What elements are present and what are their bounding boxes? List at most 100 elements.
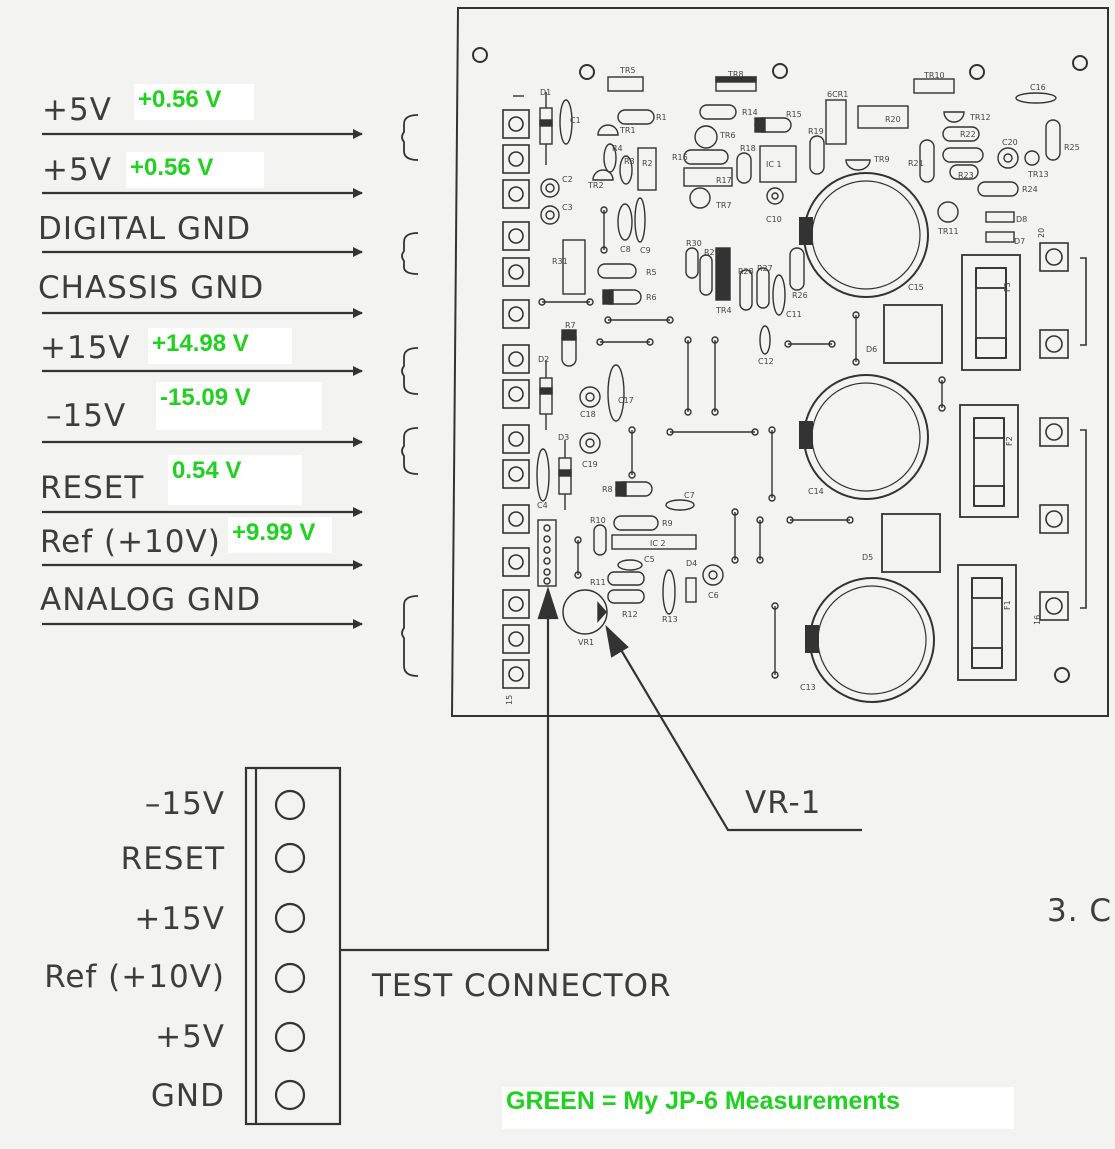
silk-r19: R19 bbox=[808, 127, 824, 136]
leader-lines bbox=[340, 586, 862, 952]
silk-pin16: 16 bbox=[1033, 615, 1042, 625]
silk-r11: R11 bbox=[590, 578, 606, 587]
silk-c12: C12 bbox=[758, 357, 774, 366]
legend-note: GREEN = My JP-6 Measurements bbox=[502, 1087, 1014, 1129]
silk-c18: C18 bbox=[580, 410, 596, 419]
test-connector-title: TEST CONNECTOR bbox=[372, 968, 672, 1004]
pcb-traces bbox=[513, 95, 946, 679]
silk-r21: R21 bbox=[908, 159, 924, 168]
silk-f1: F1 bbox=[1003, 600, 1012, 610]
test-pin-label-gnd: GND bbox=[150, 1078, 225, 1114]
silk-c8: C8 bbox=[620, 245, 631, 254]
silk-r25: R25 bbox=[1064, 143, 1080, 152]
silk-c13: C13 bbox=[800, 683, 816, 692]
silk-r13: R13 bbox=[662, 615, 678, 624]
silk-c14: C14 bbox=[808, 487, 824, 496]
silk-r23: R23 bbox=[958, 171, 974, 180]
silk-c15: C15 bbox=[908, 283, 924, 292]
silk-tr12: TR11 bbox=[937, 227, 959, 236]
silk-r9: R9 bbox=[662, 519, 673, 528]
silk-c3: C3 bbox=[562, 203, 573, 212]
silk-d6: D6 bbox=[866, 345, 877, 354]
silk-d3: D3 bbox=[558, 433, 569, 442]
test-pin-label-15v-pos: +15V bbox=[134, 901, 225, 937]
vr1-label: VR-1 bbox=[745, 785, 822, 821]
pcb-ac-pads bbox=[1039, 242, 1087, 621]
silk-c2: C2 bbox=[562, 175, 573, 184]
silk-r5: R5 bbox=[646, 268, 657, 277]
silk-c5: C5 bbox=[644, 555, 655, 564]
silk-d1: D1 bbox=[540, 88, 551, 97]
silk-r27: R27 bbox=[757, 264, 773, 273]
silk-r24: R24 bbox=[1022, 185, 1038, 194]
silk-r6: R6 bbox=[646, 293, 657, 302]
silk-pin15: 15 bbox=[505, 695, 514, 705]
silk-d4: D4 bbox=[686, 559, 697, 568]
silk-r16: R16 bbox=[672, 153, 688, 162]
rail-label-ref: Ref (+10V) bbox=[40, 524, 221, 560]
rail-label-chassis-gnd: CHASSIS GND bbox=[38, 270, 265, 306]
silk-r17: R17 bbox=[716, 176, 732, 185]
test-pin-label-reset: RESET bbox=[120, 841, 225, 877]
silk-tr13: TR13 bbox=[1027, 170, 1049, 179]
measurement-5v-a: +0.56 V bbox=[134, 84, 254, 120]
pcb-pad-column bbox=[502, 109, 530, 689]
silk-tr10: TR10 bbox=[923, 71, 945, 80]
silk-c17: C17 bbox=[618, 396, 634, 405]
silk-d5: D5 bbox=[862, 553, 873, 562]
silk-r15: R15 bbox=[786, 110, 802, 119]
measurement-5v-b: +0.56 V bbox=[126, 152, 264, 188]
silk-c16: C16 bbox=[1030, 83, 1046, 92]
silk-vr1: VR1 bbox=[578, 638, 594, 647]
silk-d2: D2 bbox=[538, 355, 549, 364]
measurement-reset: 0.54 V bbox=[168, 455, 302, 505]
silk-tr2: TR2 bbox=[587, 181, 604, 190]
silk-ic1: IC 1 bbox=[766, 160, 782, 169]
silk-r7: R7 bbox=[565, 321, 576, 330]
silk-tr8: TR8 bbox=[727, 70, 744, 79]
test-connector-body bbox=[244, 766, 342, 1126]
silk-c4: C4 bbox=[537, 501, 548, 510]
test-pin-label-15v-neg: –15V bbox=[144, 786, 225, 822]
silk-r4: R4 bbox=[612, 144, 623, 153]
silk-tr7: TR7 bbox=[715, 201, 732, 210]
silk-c20: C20 bbox=[1002, 138, 1018, 147]
rail-label-analog-gnd: ANALOG GND bbox=[40, 582, 262, 618]
silk-tr1: TR1 bbox=[619, 126, 636, 135]
rail-brackets bbox=[401, 114, 419, 677]
silk-r12: R12 bbox=[622, 610, 638, 619]
silk-r29: R29 bbox=[704, 248, 720, 257]
silk-r30: R30 bbox=[686, 239, 702, 248]
test-pin-label-5v: +5V bbox=[155, 1019, 225, 1055]
pcb-small-components bbox=[536, 76, 1061, 635]
rail-label-reset: RESET bbox=[40, 470, 145, 506]
silk-tr11: TR12 bbox=[969, 113, 991, 122]
pcb-large-capacitors bbox=[799, 172, 935, 703]
silk-6cr1: 6CR1 bbox=[827, 90, 848, 99]
measurement-15v-pos: +14.98 V bbox=[148, 328, 292, 364]
silk-f2: F2 bbox=[1005, 436, 1014, 446]
silk-c9: C9 bbox=[640, 246, 651, 255]
silk-tr6: TR6 bbox=[719, 131, 736, 140]
silk-r10: R10 bbox=[590, 516, 606, 525]
silk-r20: R20 bbox=[885, 115, 901, 124]
silk-r14: R14 bbox=[742, 108, 758, 117]
rail-label-5v-a: +5V bbox=[42, 92, 112, 128]
pcb-fuses bbox=[957, 254, 1021, 681]
silk-tr4: TR4 bbox=[715, 306, 732, 315]
silk-r18: R18 bbox=[740, 144, 756, 153]
silk-pin20: 20 bbox=[1037, 228, 1046, 238]
silk-f3: F3 bbox=[1003, 282, 1012, 292]
silk-r3: R3 bbox=[624, 157, 635, 166]
pcb-board bbox=[450, 7, 1109, 717]
silk-r22: R22 bbox=[960, 130, 976, 139]
silk-c6: C6 bbox=[708, 591, 719, 600]
silk-c1: C1 bbox=[570, 116, 581, 125]
silk-r2: R2 bbox=[642, 159, 653, 168]
silk-r26: R26 bbox=[792, 291, 808, 300]
silk-r1: R1 bbox=[656, 113, 667, 122]
rail-label-digital-gnd: DIGITAL GND bbox=[38, 211, 252, 247]
silk-c11: C11 bbox=[786, 310, 802, 319]
pcb-bridge-rectifiers bbox=[881, 304, 943, 573]
